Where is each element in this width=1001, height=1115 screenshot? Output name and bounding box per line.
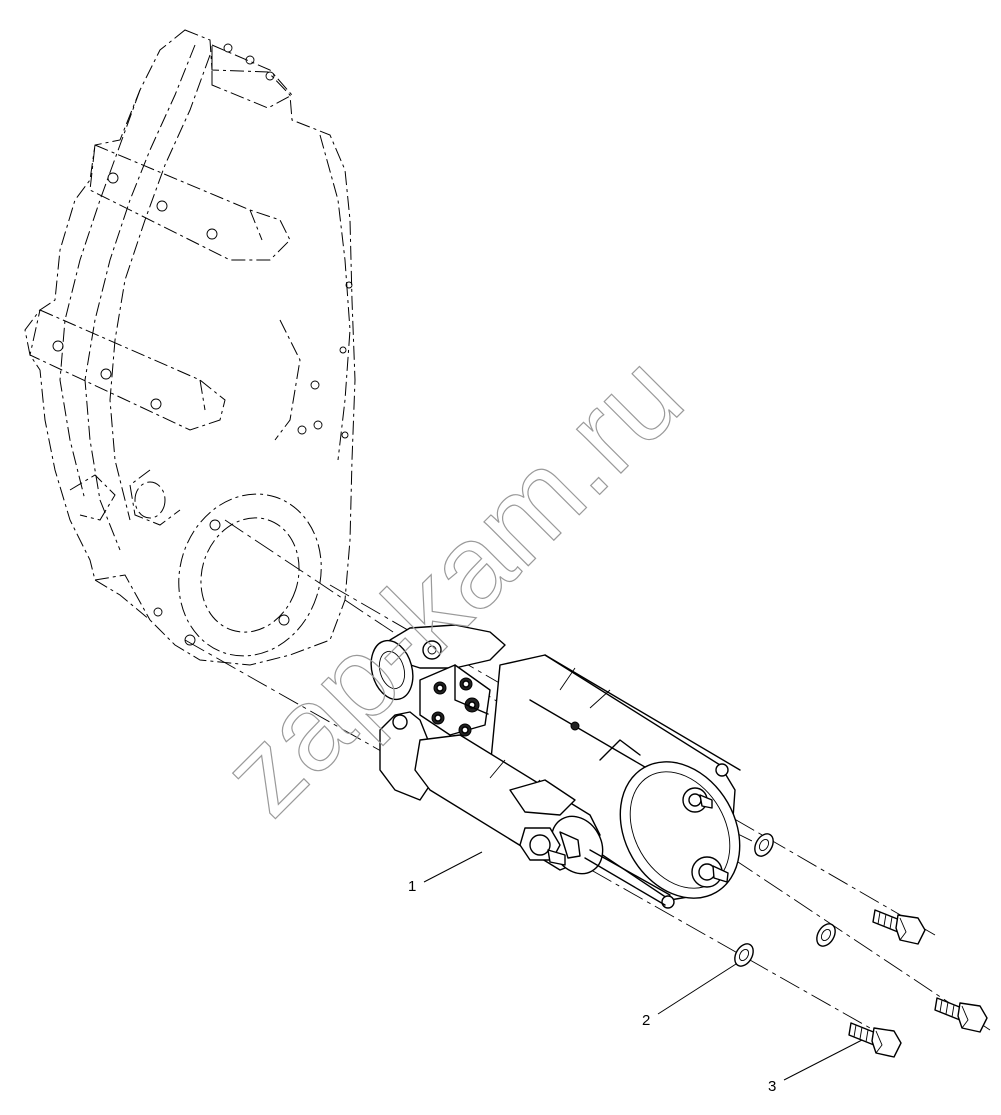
terminal-block	[419, 664, 491, 737]
callout-3: 3	[768, 1039, 863, 1095]
callout-2: 2	[642, 963, 737, 1029]
washer	[734, 833, 836, 967]
callout-label-1: 1	[408, 878, 416, 895]
starter-motor	[370, 624, 741, 909]
flywheel-housing-phantom	[24, 29, 356, 666]
callout-label-3: 3	[768, 1078, 776, 1095]
callout-label-2: 2	[642, 1012, 650, 1029]
bolt	[848, 909, 988, 1058]
mounting-holes	[52, 43, 353, 646]
callout-1: 1	[408, 851, 483, 895]
